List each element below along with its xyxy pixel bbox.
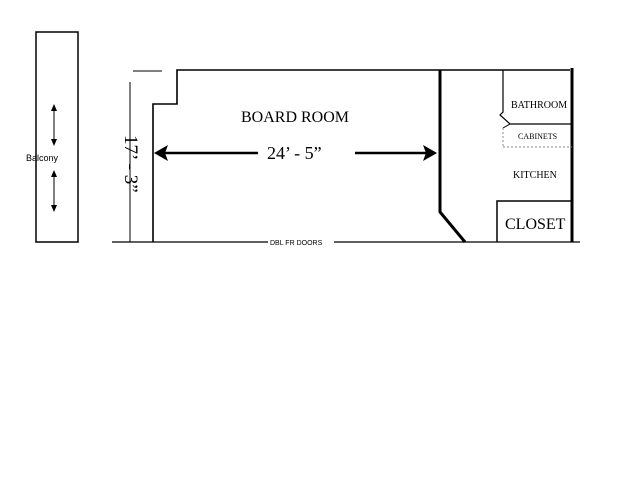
doors-label: DBL FR DOORS — [270, 240, 323, 247]
balcony-outline — [35, 31, 79, 243]
double-french-doors: DBL FR DOORS — [268, 237, 334, 247]
width-dimension: 24’ - 5” — [154, 143, 437, 163]
cabinets-label: CABINETS — [518, 132, 557, 141]
closet-label: CLOSET — [505, 216, 566, 233]
service-area: BATHROOM CABINETS KITCHEN CLOSET — [440, 68, 574, 242]
width-arrowhead-left — [154, 145, 168, 161]
balcony-arrow-lower — [51, 170, 57, 212]
bathroom-wall — [499, 70, 572, 125]
balcony: Balcony — [26, 31, 79, 243]
cabinets-wall-top — [502, 123, 511, 129]
board-room-wall-left — [152, 69, 440, 242]
kitchen-label: KITCHEN — [513, 170, 557, 181]
balcony-label: Balcony — [26, 153, 59, 163]
width-dimension-label: 24’ - 5” — [267, 143, 322, 163]
board-room-label: BOARD ROOM — [241, 109, 349, 126]
board-room-wall-right — [438, 70, 467, 243]
bathroom-label: BATHROOM — [511, 100, 567, 111]
balcony-arrow-upper — [51, 104, 57, 146]
depth-dimension-label: 17’ - 3” — [120, 135, 141, 193]
depth-dimension: 17’ - 3” — [120, 70, 162, 242]
closet-wall — [496, 200, 572, 242]
width-arrowhead-right — [423, 145, 437, 161]
